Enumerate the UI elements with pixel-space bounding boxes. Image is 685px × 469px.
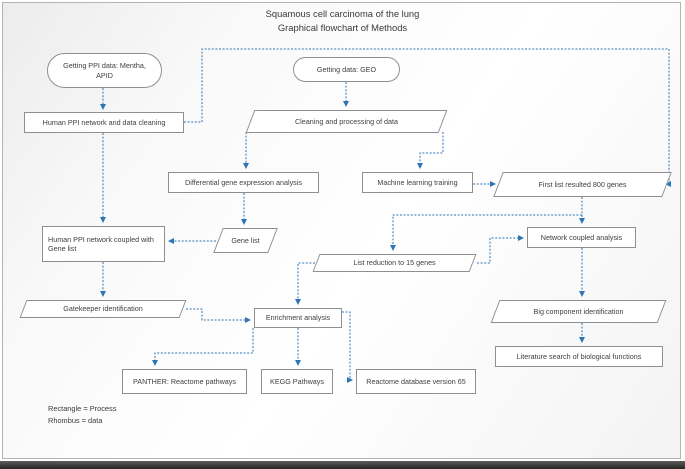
- connector-listreduction-to-enrichment: [295, 262, 315, 305]
- node-label: Differential gene expression analysis: [185, 177, 302, 187]
- node-getting-ppi-data: Getting PPI data: Mentha, APID: [47, 53, 162, 88]
- title-line-2: Graphical flowchart of Methods: [277, 22, 408, 33]
- node-label: List reduction to 15 genes: [353, 258, 436, 268]
- node-label: Enrichment analysis: [265, 313, 331, 323]
- node-cleaning-processing-data: Cleaning and processing of data: [250, 110, 443, 133]
- node-label: Gatekeeper identification: [63, 304, 143, 314]
- connector-listreduction-to-networkcoupled: [477, 235, 524, 264]
- node-kegg-pathways: KEGG Pathways: [261, 369, 333, 394]
- connector-firstlist-to-listreduction: [390, 214, 582, 251]
- node-first-list-800-genes: First list resulted 800 genes: [498, 172, 667, 197]
- node-label: PANTHER: Reactome pathways: [133, 376, 236, 386]
- node-label: Human PPI network and data cleaning: [42, 117, 166, 127]
- node-label: Getting PPI data: Mentha, APID: [63, 61, 146, 80]
- node-label: Machine learning training: [377, 177, 458, 187]
- node-gene-list: Gene list: [218, 228, 273, 253]
- node-label: Getting data: GEO: [316, 64, 377, 74]
- node-label: KEGG Pathways: [270, 376, 324, 386]
- legend: Rectangle = Process Rhombus = data: [48, 403, 116, 427]
- node-machine-learning-training: Machine learning training: [362, 172, 473, 193]
- connector-cleaning-to-mltraining: [417, 132, 444, 169]
- connector-enrichment-to-panther: [152, 328, 254, 366]
- node-reactome-database-65: Reactome database version 65: [356, 369, 476, 394]
- node-gatekeeper-identification: Gatekeeper identification: [23, 300, 183, 318]
- node-human-ppi-coupled-genelist: Human PPI network coupled with Gene list: [42, 226, 165, 262]
- node-network-coupled-analysis: Network coupled analysis: [527, 227, 636, 248]
- bottom-bar: [0, 461, 685, 469]
- node-label: Big component identification: [533, 306, 624, 316]
- node-label: Network coupled analysis: [540, 232, 623, 242]
- legend-line-rectangle: Rectangle = Process: [48, 404, 117, 413]
- node-enrichment-analysis: Enrichment analysis: [254, 308, 342, 328]
- node-label: Literature search of biological function…: [516, 351, 642, 361]
- node-label: First list resulted 800 genes: [538, 179, 627, 189]
- connector-gatekeeper-to-enrichment: [186, 308, 251, 323]
- title-line-1: Squamous cell carcinoma of the lung: [265, 8, 420, 19]
- node-differential-gene-expression: Differential gene expression analysis: [168, 172, 319, 193]
- node-panther-reactome-pathways: PANTHER: Reactome pathways: [122, 369, 247, 394]
- node-list-reduction-15-genes: List reduction to 15 genes: [316, 254, 473, 272]
- node-human-ppi-network-cleaning: Human PPI network and data cleaning: [24, 112, 184, 133]
- node-literature-search: Literature search of biological function…: [495, 346, 663, 367]
- node-label: Gene list: [231, 235, 260, 245]
- connector-enrichment-to-reactomedb: [342, 311, 353, 383]
- node-label: Reactome database version 65: [366, 376, 466, 386]
- legend-line-rhombus: Rhombus = data: [48, 416, 103, 425]
- diagram-title: Squamous cell carcinoma of the lung Grap…: [0, 7, 685, 35]
- node-label: Cleaning and processing of data: [294, 116, 399, 126]
- node-label: Human PPI network coupled with Gene list: [48, 234, 154, 253]
- node-getting-data-geo: Getting data: GEO: [293, 57, 400, 82]
- connector-ppicleaning-to-firstlist: [184, 48, 671, 187]
- node-big-component-identification: Big component identification: [495, 300, 662, 323]
